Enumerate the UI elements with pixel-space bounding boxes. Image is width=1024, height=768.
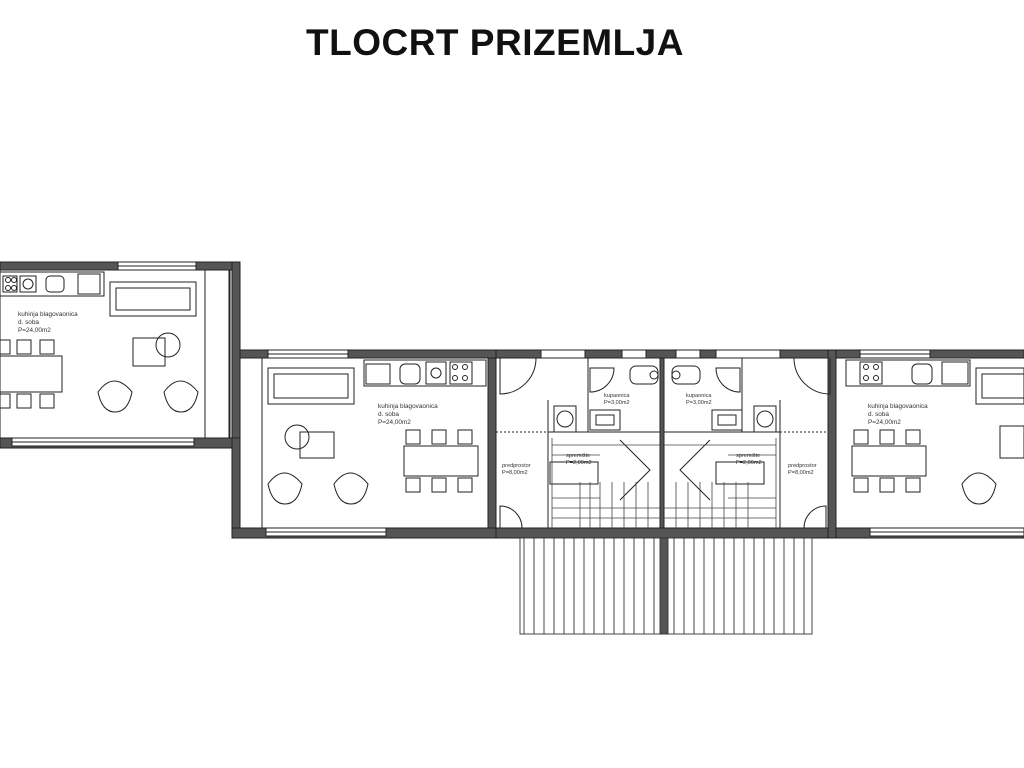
left-room-sub: d. soba: [18, 319, 39, 326]
storage-right-area: P=2,00m2: [736, 460, 762, 466]
center-left-unit-walls: [231, 349, 497, 539]
center-room-area: P=24,00m2: [378, 419, 411, 426]
right-room-sub: d. soba: [868, 411, 889, 418]
left-room-area: P=24,00m2: [18, 327, 51, 334]
center-room-name: kuhinja blagovaonica: [378, 403, 438, 410]
right-room-area: P=24,00m2: [868, 419, 901, 426]
hall-left-name: predprostor: [502, 463, 531, 469]
right-unit-walls: [835, 349, 1024, 539]
external-stairs: [519, 537, 813, 635]
storage-right-name: spremište: [736, 453, 760, 459]
hall-left-area: P=8,00m2: [502, 470, 528, 476]
left-unit-furniture: [0, 271, 199, 413]
center-left-unit-furniture: [267, 359, 487, 505]
bath-right-area: P=3,00m2: [686, 400, 712, 406]
center-room-sub: d. soba: [378, 411, 399, 418]
hall-right-area: P=8,00m2: [788, 470, 814, 476]
stair-treads: [552, 444, 776, 528]
right-room-name: kuhinja blagovaonica: [868, 403, 928, 410]
plan-title: TLOCRT PRIZEMLJA: [306, 22, 684, 63]
left-room-name: kuhinja blagovaonica: [18, 311, 78, 318]
room-labels: kuhinja blagovaonica d. soba P=24,00m2 k…: [18, 311, 928, 476]
bath-left-name: kupaonica: [604, 393, 630, 399]
storage-left-name: spremište: [566, 453, 590, 459]
storage-left-area: P=2,00m2: [566, 460, 592, 466]
hall-right-name: predprostor: [788, 463, 817, 469]
bath-right-name: kupaonica: [686, 393, 712, 399]
service-block-walls: [495, 349, 837, 539]
right-unit-furniture: [845, 359, 1024, 505]
bath-left-area: P=3,00m2: [604, 400, 630, 406]
left-unit-walls: [0, 261, 241, 449]
